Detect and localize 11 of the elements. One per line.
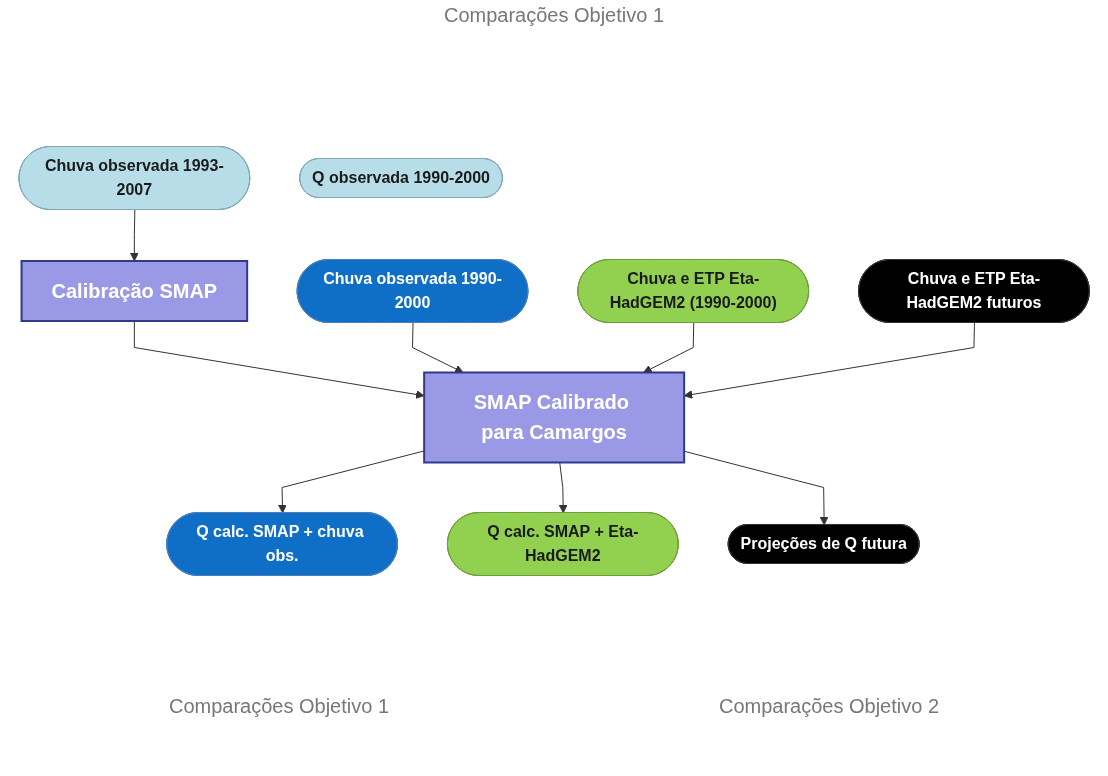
arrow xyxy=(129,209,139,262)
comparison-label: Comparações Objetivo 1 xyxy=(443,4,665,27)
comparison-label: Comparações Objetivo 2 xyxy=(718,695,940,718)
arrow xyxy=(133,320,425,399)
arrow xyxy=(643,322,695,373)
arrow xyxy=(277,450,425,514)
node-box: Calibração SMAP xyxy=(20,260,248,322)
comparison-label: Comparações Objetivo 1 xyxy=(168,695,390,718)
arrow xyxy=(411,322,464,373)
node-box: SMAP Calibrado para Camargos xyxy=(423,371,685,464)
arrow xyxy=(558,462,568,514)
